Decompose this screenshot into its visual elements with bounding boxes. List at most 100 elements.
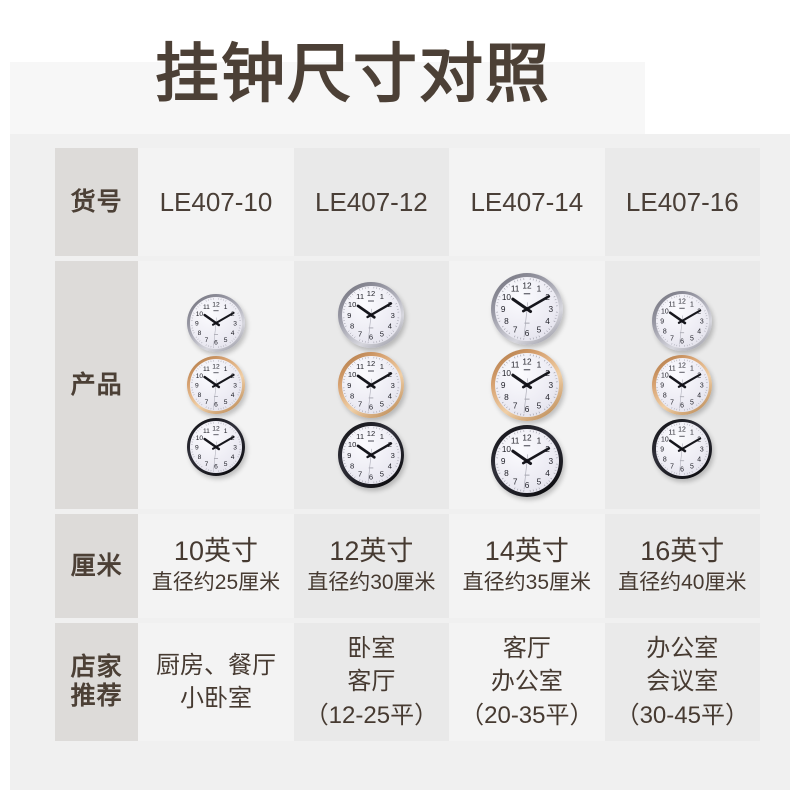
svg-text:6: 6: [369, 333, 373, 342]
svg-text:4: 4: [545, 317, 550, 326]
svg-text:3: 3: [548, 381, 553, 390]
cell-recommendation-col4: 办公室会议室（30-45平）: [604, 623, 760, 741]
svg-text:8: 8: [663, 392, 667, 399]
svg-text:9: 9: [195, 444, 199, 451]
svg-text:10: 10: [196, 435, 204, 442]
svg-text:11: 11: [203, 428, 210, 435]
svg-text:12: 12: [367, 429, 375, 438]
svg-text:7: 7: [670, 400, 674, 407]
svg-text:11: 11: [203, 304, 210, 311]
size-diameter-col4: 直径约40厘米: [618, 571, 747, 595]
size-inch-col2: 12英寸: [329, 536, 414, 567]
clock-hands-and-numerals: 121234567891011: [343, 286, 400, 344]
svg-text:10: 10: [348, 370, 356, 379]
cell-recommendation-col1: 厨房、餐厅小卧室: [138, 623, 294, 741]
svg-text:12: 12: [212, 363, 220, 370]
svg-text:1: 1: [690, 429, 694, 436]
svg-text:3: 3: [700, 383, 704, 390]
recommendation-line-1: 客厅: [502, 635, 551, 663]
svg-text:1: 1: [690, 301, 694, 308]
svg-text:5: 5: [690, 464, 694, 471]
svg-text:9: 9: [661, 319, 665, 326]
svg-text:6: 6: [525, 329, 530, 338]
svg-text:3: 3: [548, 457, 553, 466]
cell-sku-col3: LE407-14: [449, 148, 605, 256]
cell-product-col1: 1212345678910111212345678910111212345678…: [138, 261, 294, 509]
clock-stack-col1: 1212345678910111212345678910111212345678…: [138, 261, 293, 509]
svg-text:8: 8: [663, 456, 667, 463]
svg-text:7: 7: [513, 478, 518, 487]
row-label-size: 厘米: [55, 514, 139, 618]
svg-text:6: 6: [214, 340, 218, 347]
cell-product-col2: 1212345678910111212345678910111212345678…: [293, 261, 450, 509]
svg-text:1: 1: [690, 365, 694, 372]
table-row-sku: 货号 LE407-10 LE407-12 LE407-14 LE407-16: [55, 148, 760, 256]
svg-text:7: 7: [205, 337, 209, 344]
svg-text:12: 12: [212, 301, 220, 308]
size-inch-col1: 10英寸: [173, 536, 258, 567]
svg-text:10: 10: [502, 293, 512, 302]
svg-text:11: 11: [511, 436, 520, 445]
svg-text:3: 3: [233, 382, 237, 389]
recommendation-line-2: 办公室: [490, 668, 563, 696]
wall-clock-black: 121234567891011: [338, 422, 405, 488]
title-band: [10, 62, 645, 134]
svg-text:10: 10: [348, 300, 356, 309]
svg-text:6: 6: [525, 481, 530, 490]
wall-clock-gold: 121234567891011: [338, 352, 405, 418]
svg-text:6: 6: [214, 402, 218, 409]
svg-text:6: 6: [680, 338, 684, 345]
svg-text:9: 9: [195, 320, 199, 327]
svg-text:12: 12: [522, 357, 532, 366]
recommendation-line-3: （12-25平）: [304, 701, 439, 729]
svg-text:12: 12: [678, 299, 686, 306]
svg-text:10: 10: [348, 440, 356, 449]
svg-text:6: 6: [525, 405, 530, 414]
svg-text:1: 1: [380, 362, 384, 371]
cell-product-col3: 1212345678910111212345678910111212345678…: [449, 261, 605, 509]
wall-clock-black: 121234567891011: [652, 419, 713, 479]
svg-text:1: 1: [536, 284, 541, 293]
size-inch-col4: 16英寸: [640, 536, 725, 567]
row-label-recommendation-line2: 推荐: [70, 682, 123, 710]
svg-text:12: 12: [522, 433, 532, 442]
svg-text:3: 3: [700, 319, 704, 326]
clock-hands-and-numerals: 121234567891011: [496, 354, 558, 416]
svg-text:11: 11: [669, 365, 676, 372]
svg-text:3: 3: [700, 447, 704, 454]
svg-text:1: 1: [380, 432, 384, 441]
svg-text:10: 10: [661, 373, 669, 380]
svg-text:7: 7: [358, 470, 362, 479]
svg-text:9: 9: [348, 451, 352, 460]
svg-text:4: 4: [231, 454, 235, 461]
svg-text:1: 1: [224, 366, 228, 373]
svg-text:9: 9: [501, 305, 506, 314]
wall-clock-silver: 121234567891011: [186, 294, 245, 352]
svg-text:7: 7: [513, 402, 518, 411]
svg-text:3: 3: [391, 381, 395, 390]
clock-hands-and-numerals: 121234567891011: [496, 278, 558, 340]
svg-text:8: 8: [350, 462, 354, 471]
svg-text:10: 10: [661, 309, 669, 316]
svg-text:8: 8: [504, 393, 509, 402]
recommendation-list-col3: 客厅办公室（20-35平）: [449, 632, 604, 731]
svg-text:3: 3: [548, 305, 553, 314]
svg-text:4: 4: [697, 456, 701, 463]
svg-text:3: 3: [233, 320, 237, 327]
svg-text:12: 12: [678, 427, 686, 434]
page-title: 挂钟尺寸对照: [155, 38, 551, 110]
svg-text:4: 4: [388, 462, 392, 471]
svg-text:6: 6: [680, 402, 684, 409]
clock-hands-and-numerals: 121234567891011: [191, 298, 241, 348]
svg-text:5: 5: [380, 400, 384, 409]
size-inch-col3: 14英寸: [484, 536, 569, 567]
svg-text:12: 12: [367, 289, 375, 298]
wall-clock-gold: 121234567891011: [652, 355, 713, 415]
wall-clock-silver: 121234567891011: [652, 291, 713, 351]
svg-text:8: 8: [504, 317, 509, 326]
svg-text:5: 5: [224, 337, 228, 344]
svg-text:4: 4: [231, 392, 235, 399]
recommendation-line-1: 厨房、餐厅: [155, 651, 276, 679]
recommendation-line-3: （30-45平）: [615, 701, 749, 729]
